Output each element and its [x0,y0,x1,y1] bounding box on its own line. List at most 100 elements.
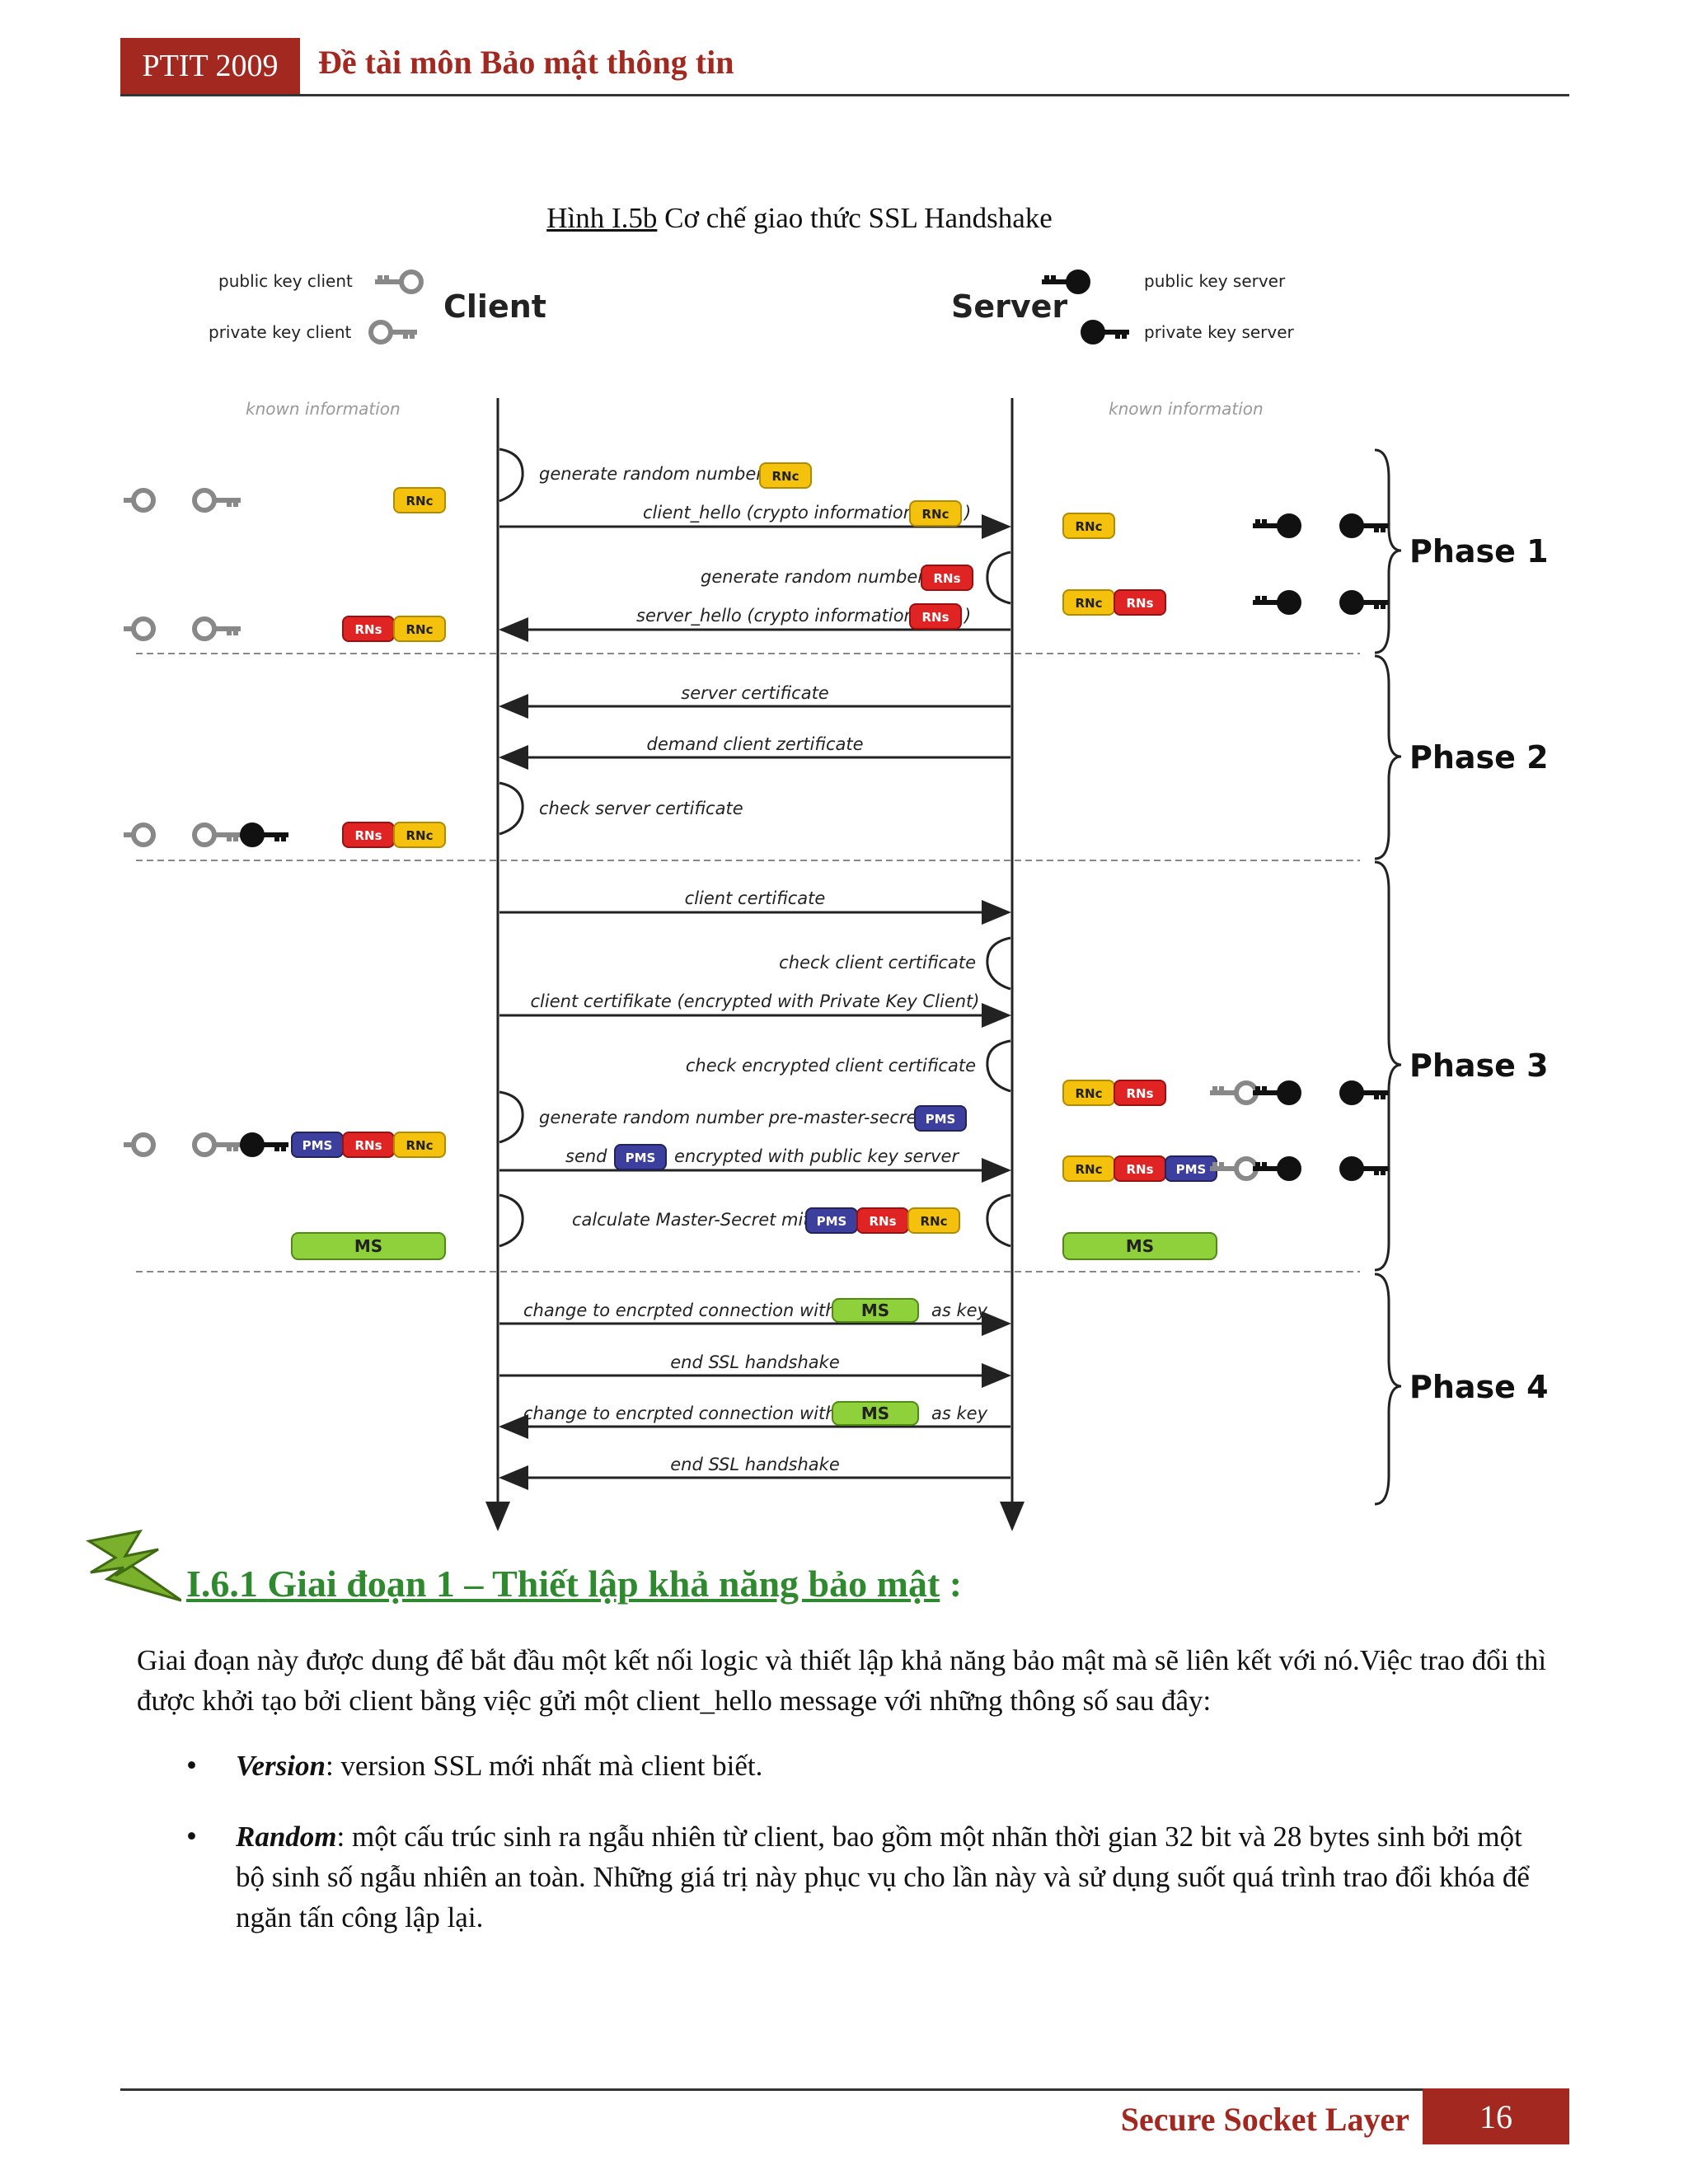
server-private-key-icon [1342,1083,1388,1103]
svg-text:MS: MS [861,1404,889,1423]
msg-check-encrypted: check encrypted client certificate [686,1056,976,1076]
svg-text:PMS: PMS [1176,1162,1207,1177]
token-pms: PMS [614,1144,667,1170]
msg-close-paren: ) [963,503,971,523]
server-title: Server [951,288,1067,325]
token-pms: PMS [291,1132,344,1158]
token-rnc: RNc [1062,589,1115,616]
token-ms-client: MS [291,1232,446,1260]
header-title: Đề tài môn Bảo mật thông tin [318,44,734,81]
token-rnc: RNc [907,1207,960,1234]
client-private-key-icon [195,825,241,845]
token-rnc: RNc [759,462,812,489]
self-loop-check-encrypted [986,1039,1011,1093]
phase-3-label: Phase 3 [1409,1047,1549,1084]
svg-text:RNc: RNc [406,1138,434,1153]
msg-gen-rnc: generate random number [539,464,764,484]
caption-text: Cơ chế giao thức SSL Handshake [657,202,1053,234]
msg-check-server: check server certificate [539,799,743,818]
legend-public-key-server: public key server [1144,271,1286,291]
token-pms: PMS [1165,1155,1217,1182]
server-public-key-icon [242,825,288,845]
msg-client-hello: client_hello (crypto information, [643,503,920,523]
server-public-key-icon [1253,516,1299,536]
server-private-key-icon [1342,593,1388,612]
msg-demand-client: demand client zertificate [646,734,863,754]
known-info-server: known information [1109,399,1264,419]
svg-text:RNs: RNs [354,1138,382,1153]
svg-text:MS: MS [354,1236,382,1256]
section-number: I.6.1 [186,1563,258,1605]
token-pms: PMS [805,1207,858,1234]
msg-server-hello: server_hello (crypto information, [636,606,921,626]
bullet-dot: • [186,1749,197,1783]
section-suffix: : [940,1563,963,1605]
self-loop-gen-pms [499,1090,524,1144]
token-rns: RNs [909,603,962,630]
self-loop-check-client [986,936,1011,991]
bullet-text: : một cấu trúc sinh ra ngẫu nhiên từ cli… [236,1821,1530,1933]
token-rnc: RNc [393,822,446,848]
token-rns: RNs [921,565,973,591]
bullet-text: : version SSL mới nhất mà client biết. [325,1750,763,1782]
caption-label: Hình I.5b [546,202,658,234]
client-private-key-icon [195,619,241,639]
self-loop-check-server [499,781,524,836]
msg-gen-pms: generate random number pre-master-secret [539,1108,924,1127]
svg-text:RNc: RNc [922,507,950,522]
svg-text:PMS: PMS [626,1151,656,1165]
phase-4-label: Phase 4 [1409,1369,1549,1405]
msg-change-to: change to encrpted connection with [523,1404,837,1423]
self-loop-calc-master-server [986,1193,1011,1248]
svg-text:RNs: RNs [933,571,960,586]
legend-public-key-client: public key client [218,271,353,291]
msg-close-paren: ) [963,606,971,626]
client-public-key-icon [124,619,153,639]
client-title: Client [443,288,546,325]
token-rnc: RNc [1062,513,1115,539]
legend-private-key-client: private key client [209,322,352,342]
token-ms: MS [832,1298,919,1323]
msg-encrypted-with: encrypted with public key server [674,1146,959,1166]
svg-text:RNc: RNc [1076,1162,1103,1177]
msg-change-to: change to encrpted connection with [523,1301,837,1320]
ssl-handshake-diagram: public key client private key client Cli… [124,247,1549,1531]
intro-paragraph: Giai đoạn này được dung để bắt đầu một k… [137,1644,1547,1717]
svg-text:RNc: RNc [1076,519,1103,534]
token-rnc: RNc [393,616,446,642]
svg-text:RNs: RNs [1126,1086,1153,1101]
bullet-random: Random: một cấu trúc sinh ra ngẫu nhiên … [236,1816,1554,1938]
footer-rule [120,2088,1423,2091]
client-public-key-icon [124,825,153,845]
client-private-key-icon [195,490,241,510]
phase-3-brace [1374,860,1402,1272]
msg-as-key: as key [931,1404,988,1423]
page-number-box: 16 [1423,2088,1569,2144]
bullet-term: Random [236,1821,337,1853]
svg-text:MS: MS [861,1301,889,1320]
svg-text:RNc: RNc [406,622,434,637]
msg-as-key: as key [931,1301,988,1320]
token-rnc: RNc [1062,1155,1115,1182]
msg-send: send [565,1146,607,1166]
public-key-client-icon [375,272,421,292]
server-public-key-icon [1253,593,1299,612]
server-private-key-icon [1342,516,1388,536]
svg-text:RNs: RNs [869,1214,896,1229]
token-rns: RNs [856,1207,909,1234]
svg-text:RNs: RNs [921,610,949,625]
footer-label: Secure Socket Layer [1120,2101,1409,2138]
svg-text:RNc: RNc [1076,1086,1103,1101]
page-number: 16 [1479,2097,1512,2135]
token-rnc: RNc [393,487,446,513]
token-rns: RNs [342,822,395,848]
msg-gen-rns: generate random number [701,567,926,587]
svg-text:RNc: RNc [1076,596,1103,611]
server-private-key-icon [1342,1159,1388,1179]
section-title: Giai đoạn 1 – Thiết lập khả năng bảo mật [267,1563,940,1605]
token-ms-server: MS [1062,1232,1217,1260]
client-public-key-icon [124,490,153,510]
token-rns: RNs [1114,1155,1166,1182]
bullet-term: Version [236,1750,326,1782]
self-loop-gen-rns [986,551,1011,605]
